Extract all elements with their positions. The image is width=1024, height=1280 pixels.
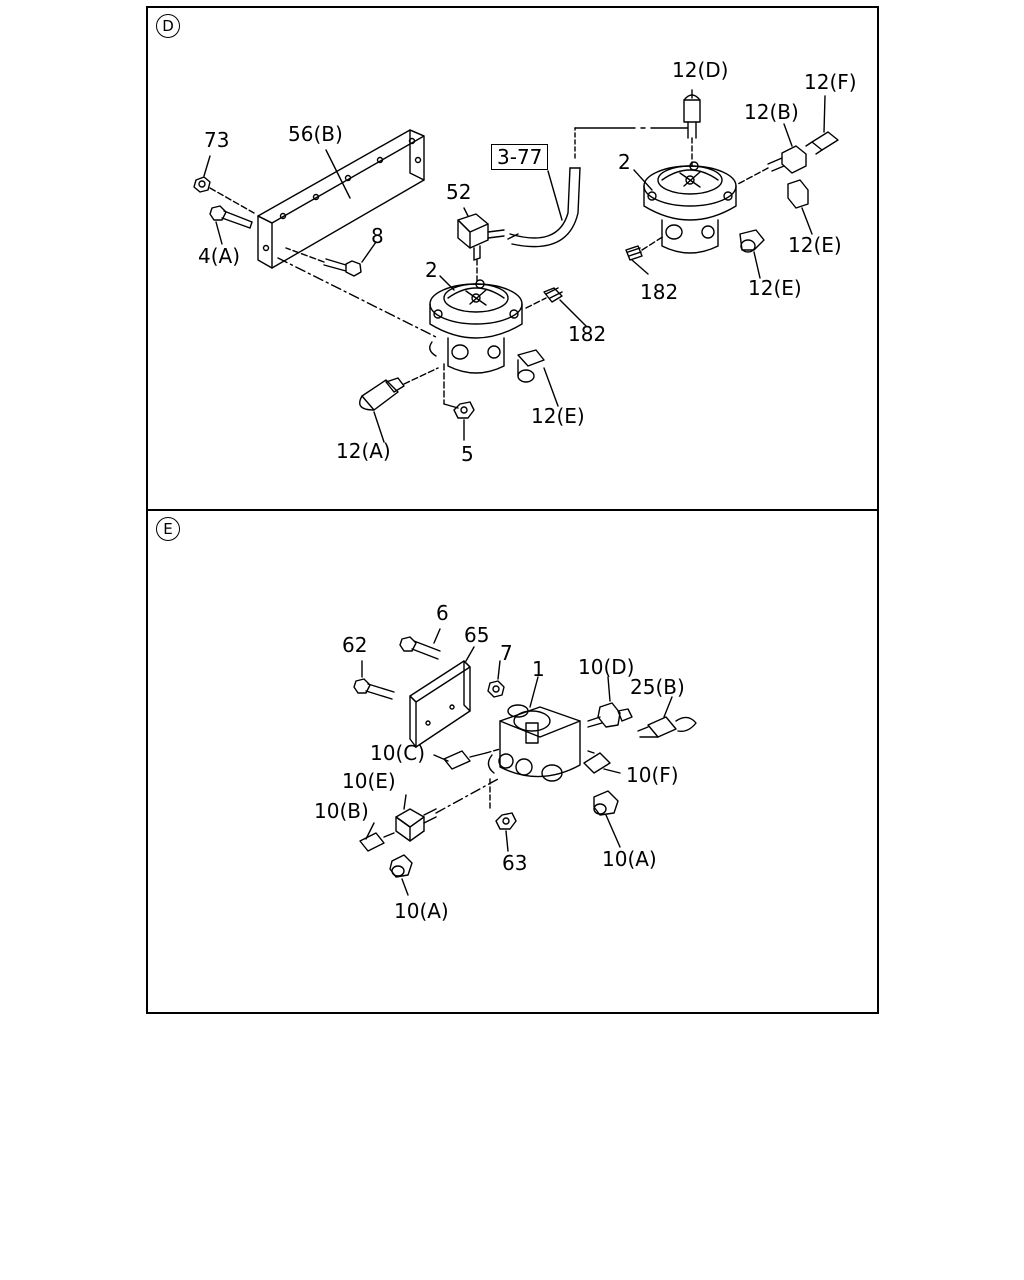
part-label-12e-right-lower: 12(E) <box>748 276 802 300</box>
tee-fitting-10e <box>395 808 437 842</box>
part-label-1: 1 <box>532 657 545 681</box>
sensor-25b <box>637 716 697 738</box>
part-label-65: 65 <box>464 623 490 647</box>
elbow-fitting-10a-right <box>593 790 619 816</box>
air-pipe <box>509 167 571 239</box>
part-label-10e: 10(E) <box>342 769 396 793</box>
panel-d-id-circle: D <box>156 14 180 38</box>
connector-12a <box>359 377 405 411</box>
part-label-4a: 4(A) <box>198 244 241 268</box>
part-label-182-left: 182 <box>568 322 607 346</box>
diagram-panel-e: E 6 65 62 7 1 10(D) 25(B) 10(C) 10(F) 10… <box>146 509 879 1014</box>
elbow-fitting-12e-right-lower <box>739 229 765 253</box>
bolt-4a <box>209 205 253 229</box>
bolt-6 <box>399 636 441 660</box>
part-label-182-right: 182 <box>640 280 679 304</box>
part-label-56b: 56(B) <box>288 122 343 146</box>
part-label-12d: 12(D) <box>672 58 729 82</box>
part-label-12b: 12(B) <box>744 100 799 124</box>
part-label-10b: 10(B) <box>314 799 369 823</box>
part-label-10d: 10(D) <box>578 655 635 679</box>
nut-63 <box>495 812 517 830</box>
part-label-12f: 12(F) <box>804 70 857 94</box>
reference-box-3-77[interactable]: 3-77 <box>491 144 549 170</box>
bracket-56b <box>257 129 425 269</box>
part-label-73: 73 <box>204 128 230 152</box>
connector-10b <box>359 832 395 852</box>
part-label-12e-right-upper: 12(E) <box>788 233 842 257</box>
elbow-fitting-12e-left <box>517 349 545 383</box>
bolt-8 <box>323 258 362 277</box>
part-label-7: 7 <box>500 641 513 665</box>
nut-73 <box>193 176 211 193</box>
part-label-12e-left: 12(E) <box>531 404 585 428</box>
elbow-fitting-10d <box>587 702 633 728</box>
nut-5 <box>453 401 475 419</box>
relay-valve-1 <box>487 704 581 782</box>
nut-7 <box>487 680 505 698</box>
part-label-25b: 25(B) <box>630 675 685 699</box>
part-label-8: 8 <box>371 224 384 248</box>
part-label-12a: 12(A) <box>336 439 391 463</box>
elbow-fitting-10a-bottom <box>389 854 413 878</box>
connector-12d <box>683 94 701 139</box>
part-label-2-left: 2 <box>425 258 438 282</box>
connector-10c <box>443 750 487 770</box>
relay-valve-left <box>429 279 523 374</box>
elbow-fitting-12e-right-upper <box>787 179 809 209</box>
part-label-63: 63 <box>502 851 528 875</box>
panel-e-artwork <box>353 628 697 896</box>
part-label-2-right: 2 <box>618 150 631 174</box>
tee-fitting-52 <box>457 213 505 261</box>
diagram-panel-d: D 3-77 73 56(B) 4(A) 8 52 2 182 12(E) 12… <box>146 6 879 511</box>
relay-valve-right <box>643 161 737 254</box>
part-label-10c: 10(C) <box>370 741 426 765</box>
elbow-fitting-12b <box>767 145 807 174</box>
part-label-10a-bottom: 10(A) <box>394 899 449 923</box>
part-label-52: 52 <box>446 180 472 204</box>
part-label-6: 6 <box>436 601 449 625</box>
connector-12f <box>805 131 839 155</box>
connector-10f <box>583 750 611 774</box>
plug-182-right <box>625 245 643 261</box>
part-label-62: 62 <box>342 633 368 657</box>
panel-d-artwork <box>193 89 839 443</box>
part-label-5: 5 <box>461 442 474 466</box>
plug-182-left <box>543 287 563 303</box>
panel-e-id-circle: E <box>156 517 180 541</box>
part-label-10a-right: 10(A) <box>602 847 657 871</box>
part-label-10f: 10(F) <box>626 763 679 787</box>
bolt-62 <box>353 678 395 700</box>
bracket-65 <box>409 660 471 748</box>
